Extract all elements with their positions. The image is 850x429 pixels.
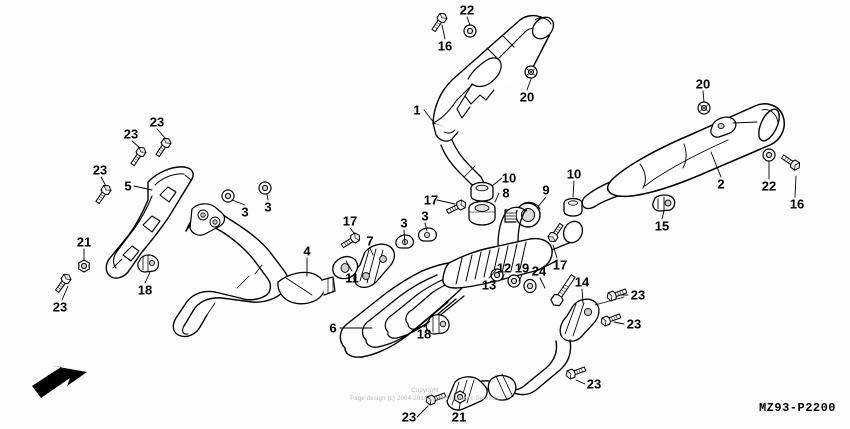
part-3-washers-center <box>395 227 437 249</box>
callout-21-bottom: 21 <box>451 409 467 425</box>
callout-3-center-b: 3 <box>421 208 429 224</box>
fr-direction-arrow <box>32 366 87 398</box>
callout-13-washer: 13 <box>481 277 497 293</box>
callout-3-left-b: 3 <box>264 199 272 215</box>
callout-23-upper-left: 23 <box>123 126 139 142</box>
diagram-part-number: MZ93-P2200 <box>758 401 836 415</box>
part-23-bolt-bottom-right <box>564 364 588 381</box>
part-11-grommet <box>332 256 359 280</box>
callout-23-bottom: 23 <box>401 409 417 425</box>
callout-15-mount: 15 <box>654 218 670 234</box>
part-23-bolt-farleft <box>53 271 74 295</box>
callout-9-joint: 9 <box>542 182 550 198</box>
lower-right-pipe <box>446 339 572 411</box>
part-16-bolt-top <box>429 10 450 34</box>
part-20-collar-right <box>697 101 711 115</box>
part-6-collector <box>442 206 584 289</box>
callout-6-header: 6 <box>329 320 337 336</box>
part-8-collar <box>468 200 496 226</box>
callout-16-top: 16 <box>437 38 453 54</box>
part-6-header-pipes <box>339 262 465 358</box>
part-1-pipe <box>440 139 485 187</box>
copyright-notice: Page design (c) 2004-2014 by ARI Network… <box>350 396 500 402</box>
part-20-collar-center <box>524 65 538 79</box>
callout-2-muffler: 2 <box>717 176 725 192</box>
part-10-gasket-right <box>563 197 583 217</box>
callout-18-left: 18 <box>137 282 153 298</box>
callout-17-upper: 17 <box>423 192 439 208</box>
part-4-front-pipe <box>172 203 336 338</box>
callout-21-left: 21 <box>76 234 92 250</box>
part-24-bolt <box>550 274 576 307</box>
callout-23-left: 23 <box>92 162 108 178</box>
callout-3-center-a: 3 <box>400 215 408 231</box>
callout-24-bolt: 24 <box>531 263 547 279</box>
callout-22-right: 22 <box>761 178 777 194</box>
part-1-heat-shield <box>432 14 555 142</box>
part-18-bolt-left <box>137 254 160 273</box>
callout-19-spacer: 19 <box>514 260 530 276</box>
part-21-nut-left <box>78 259 90 273</box>
callout-23-bottom-right: 23 <box>586 376 602 392</box>
callout-20-right: 20 <box>695 76 711 92</box>
part-14-bracket <box>559 296 625 342</box>
callout-17-right: 17 <box>552 257 568 273</box>
part-22-washer-right <box>762 148 776 162</box>
callout-22-top: 22 <box>459 2 475 18</box>
callout-18-center: 18 <box>416 326 432 342</box>
part-5-guard <box>105 166 194 279</box>
callout-12-washer: 12 <box>496 260 512 276</box>
callout-3-left-a: 3 <box>241 204 249 220</box>
callout-11-grommet: 11 <box>345 270 359 286</box>
copyright-title: Copyright <box>411 388 439 394</box>
callout-10-upper: 10 <box>501 170 517 186</box>
part-16-bolt-right <box>779 152 803 173</box>
part-23-bolts-right <box>599 286 629 328</box>
callout-1-heat-shield: 1 <box>413 102 421 118</box>
callout-17-left: 17 <box>342 213 358 229</box>
part-22-washer-top <box>463 24 477 38</box>
callout-7-stay: 7 <box>366 233 374 249</box>
callout-23-right-lower: 23 <box>626 316 642 332</box>
part-18-bolt-center <box>425 314 450 335</box>
callout-23-far-left: 23 <box>52 299 68 315</box>
callout-8-collar: 8 <box>502 185 510 201</box>
part-15-mount <box>652 194 676 212</box>
part-2-muffler <box>581 103 785 210</box>
part-7-stay <box>353 243 396 288</box>
parts-13-12-19-stack <box>490 268 537 294</box>
callout-14-bracket: 14 <box>574 274 590 290</box>
callout-4-front-pipe: 4 <box>303 243 311 259</box>
callout-23-upper-right: 23 <box>149 114 165 130</box>
part-10-gasket-upper <box>470 181 494 202</box>
callout-5-guard: 5 <box>124 178 132 194</box>
callout-20-center: 20 <box>519 89 535 105</box>
callout-10-right: 10 <box>566 166 582 182</box>
callout-16-right: 16 <box>789 196 805 212</box>
callout-23-right-upper: 23 <box>630 287 646 303</box>
